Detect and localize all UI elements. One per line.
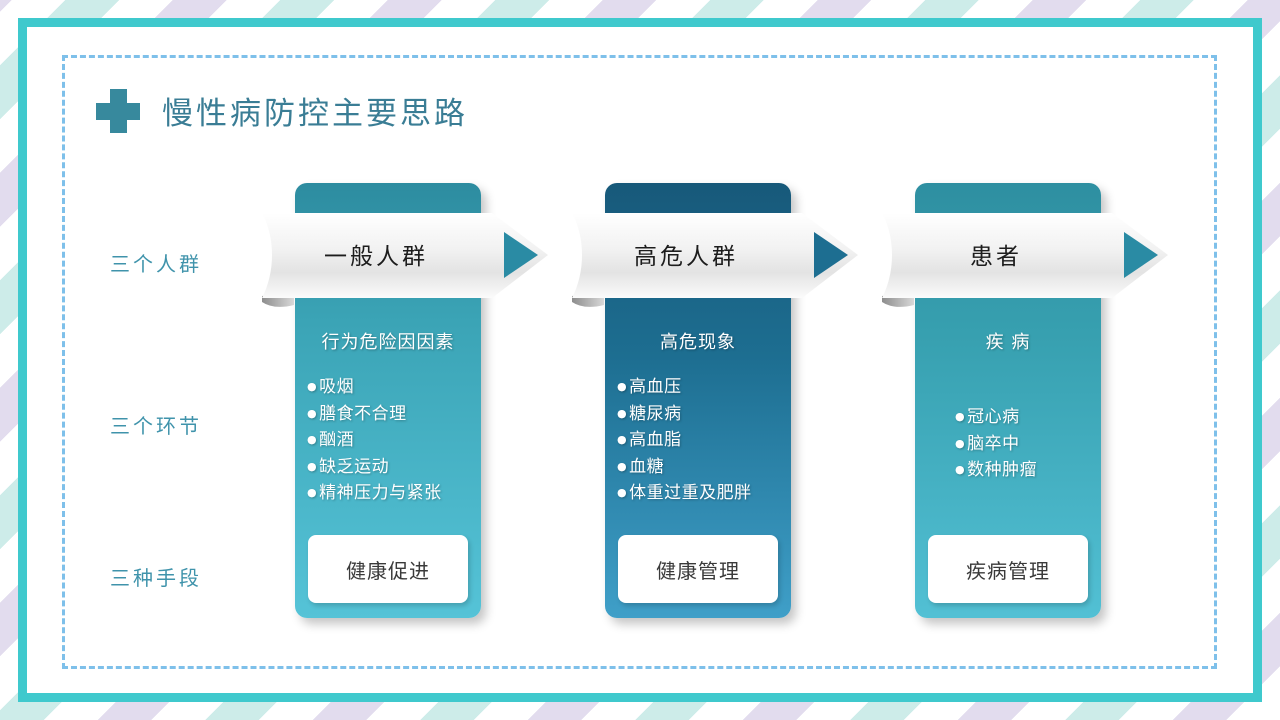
column-content: 行为危险因因素 吸烟 膳食不合理 酗酒 缺乏运动 精神压力与紧张 健康促进 bbox=[295, 183, 481, 618]
column-general-population[interactable]: 行为危险因因素 吸烟 膳食不合理 酗酒 缺乏运动 精神压力与紧张 健康促进 bbox=[295, 183, 481, 618]
column-subtitle: 高危现象 bbox=[660, 332, 736, 353]
column-bullet-list: 冠心病 脑卒中 数种肿瘤 bbox=[915, 405, 1141, 485]
bottom-box-label: 健康管理 bbox=[656, 558, 740, 583]
list-item: 血糖 bbox=[617, 455, 803, 482]
list-item: 精神压力与紧张 bbox=[307, 481, 493, 508]
row-label-methods: 三种手段 bbox=[110, 566, 202, 590]
list-item: 膳食不合理 bbox=[307, 402, 493, 429]
page-title: 慢性病防控主要思路 bbox=[162, 96, 468, 132]
list-item: 缺乏运动 bbox=[307, 455, 493, 482]
slide-header: 慢性病防控主要思路 bbox=[96, 88, 468, 133]
list-item: 高血脂 bbox=[617, 428, 803, 455]
column-subtitle: 行为危险因因素 bbox=[321, 332, 455, 353]
column-patients[interactable]: 疾 病 冠心病 脑卒中 数种肿瘤 疾病管理 bbox=[915, 183, 1101, 618]
column-high-risk-population[interactable]: 高危现象 高血压 糖尿病 高血脂 血糖 体重过重及肥胖 健康管理 bbox=[605, 183, 791, 618]
row-label-stages: 三个环节 bbox=[110, 414, 202, 438]
bottom-box-label: 疾病管理 bbox=[966, 558, 1050, 583]
list-item: 数种肿瘤 bbox=[955, 458, 1141, 485]
bottom-box-label: 健康促进 bbox=[346, 558, 430, 583]
list-item: 脑卒中 bbox=[955, 432, 1141, 459]
column-subtitle: 疾 病 bbox=[985, 332, 1031, 353]
list-item: 吸烟 bbox=[307, 375, 493, 402]
column-bullet-list: 高血压 糖尿病 高血脂 血糖 体重过重及肥胖 bbox=[605, 375, 803, 508]
row-label-populations: 三个人群 bbox=[110, 252, 202, 276]
column-content: 疾 病 冠心病 脑卒中 数种肿瘤 疾病管理 bbox=[915, 183, 1101, 618]
list-item: 高血压 bbox=[617, 375, 803, 402]
list-item: 冠心病 bbox=[955, 405, 1141, 432]
cross-vertical-bar bbox=[110, 88, 127, 133]
bottom-box-disease-management[interactable]: 疾病管理 bbox=[928, 535, 1088, 603]
medical-cross-icon bbox=[96, 88, 140, 133]
list-item: 酗酒 bbox=[307, 428, 493, 455]
bottom-box-health-promotion[interactable]: 健康促进 bbox=[308, 535, 468, 603]
list-item: 体重过重及肥胖 bbox=[617, 481, 803, 508]
column-bullet-list: 吸烟 膳食不合理 酗酒 缺乏运动 精神压力与紧张 bbox=[295, 375, 493, 508]
column-content: 高危现象 高血压 糖尿病 高血脂 血糖 体重过重及肥胖 健康管理 bbox=[605, 183, 791, 618]
list-item: 糖尿病 bbox=[617, 402, 803, 429]
bottom-box-health-management[interactable]: 健康管理 bbox=[618, 535, 778, 603]
